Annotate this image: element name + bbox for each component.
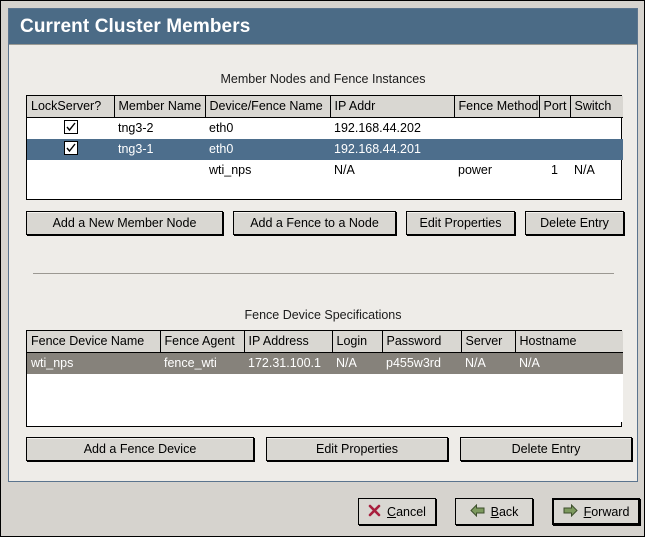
content-area: Member Nodes and Fence Instances LockSer… bbox=[9, 45, 637, 481]
add-fence-device-button[interactable]: Add a Fence Device bbox=[26, 437, 254, 461]
cell-device-fence-name: wti_nps bbox=[209, 162, 252, 177]
cell-server: N/A bbox=[461, 352, 515, 374]
cell-member-name: tng3-1 bbox=[114, 138, 205, 160]
table-empty-cell bbox=[27, 374, 623, 422]
cell-hostname: N/A bbox=[515, 352, 623, 374]
cell-fence-agent: fence_wti bbox=[160, 352, 244, 374]
cell-password: p455w3rd bbox=[382, 352, 461, 374]
fence-devices-header-row: Fence Device Name Fence Agent IP Address… bbox=[27, 331, 623, 353]
col-header-login[interactable]: Login bbox=[332, 331, 383, 353]
cell-port: 1 bbox=[551, 162, 558, 177]
col-header-ip-address[interactable]: IP Address bbox=[244, 331, 333, 353]
forward-button-label: Forward bbox=[584, 505, 630, 519]
add-new-member-node-button[interactable]: Add a New Member Node bbox=[26, 211, 223, 235]
cell-member-name bbox=[114, 160, 205, 181]
cell-fence-method: power bbox=[458, 162, 493, 177]
cancel-label-rest: ancel bbox=[396, 504, 426, 519]
forward-button[interactable]: Forward bbox=[552, 498, 640, 525]
cell-fence-method bbox=[454, 118, 539, 139]
cell-fence-method bbox=[454, 138, 539, 160]
cell-fence-device-name: wti_nps bbox=[27, 352, 160, 374]
col-header-port[interactable]: Port bbox=[539, 96, 571, 118]
cell-member-name: tng3-2 bbox=[118, 120, 154, 135]
cell-login: N/A bbox=[332, 352, 382, 374]
back-label-rest: ack bbox=[498, 504, 519, 519]
col-header-device-fence-name[interactable]: Device/Fence Name bbox=[205, 96, 331, 118]
cell-lockserver[interactable] bbox=[27, 118, 114, 139]
cell-ip-addr: N/A bbox=[334, 162, 355, 177]
cell-switch bbox=[570, 138, 623, 160]
navigation-button-row: Cancel Back Forward bbox=[358, 498, 640, 525]
cell-lockserver bbox=[27, 160, 114, 181]
edit-properties-button-fence[interactable]: Edit Properties bbox=[266, 437, 448, 461]
member-nodes-table[interactable]: LockServer? Member Name Device/Fence Nam… bbox=[26, 95, 623, 200]
table-empty-area[interactable] bbox=[27, 373, 623, 422]
forward-label-rest: orward bbox=[591, 504, 630, 519]
page-title: Current Cluster Members bbox=[20, 15, 251, 37]
member-nodes-grid: LockServer? Member Name Device/Fence Nam… bbox=[27, 96, 623, 181]
back-button-label: Back bbox=[491, 505, 519, 519]
dialog-content-panel: Current Cluster Members Member Nodes and… bbox=[8, 8, 638, 482]
table-row-selected[interactable]: tng3-1 eth0 192.168.44.201 bbox=[27, 138, 623, 160]
col-header-switch[interactable]: Switch bbox=[570, 96, 623, 118]
back-mnemonic: B bbox=[490, 504, 499, 519]
cell-port bbox=[539, 118, 570, 139]
cancel-button[interactable]: Cancel bbox=[358, 498, 436, 525]
cancel-mnemonic: C bbox=[387, 504, 397, 519]
section-divider bbox=[33, 273, 614, 274]
arrow-right-icon bbox=[563, 503, 578, 520]
cell-lockserver[interactable] bbox=[27, 138, 114, 160]
title-bar: Current Cluster Members bbox=[9, 9, 637, 45]
col-header-lockserver[interactable]: LockServer? bbox=[27, 96, 115, 118]
table-row-selected[interactable]: wti_nps fence_wti 172.31.100.1 N/A p455w… bbox=[27, 352, 623, 374]
cell-switch: N/A bbox=[574, 162, 595, 177]
cell-switch bbox=[570, 118, 623, 139]
add-fence-to-node-button[interactable]: Add a Fence to a Node bbox=[233, 211, 396, 235]
table-row[interactable]: wti_nps N/A power 1 N/A bbox=[27, 160, 623, 181]
fence-devices-button-row: Add a Fence Device Edit Properties Delet… bbox=[26, 437, 632, 461]
lockserver-checkbox-checked[interactable] bbox=[63, 120, 78, 135]
cell-port bbox=[539, 138, 570, 160]
cell-ip-address: 172.31.100.1 bbox=[244, 352, 332, 374]
table-row[interactable]: tng3-2 eth0 192.168.44.202 bbox=[27, 118, 623, 139]
fence-devices-table[interactable]: Fence Device Name Fence Agent IP Address… bbox=[26, 330, 623, 427]
back-button[interactable]: Back bbox=[455, 498, 533, 525]
member-nodes-caption: Member Nodes and Fence Instances bbox=[220, 72, 426, 86]
col-header-member-name[interactable]: Member Name bbox=[114, 96, 206, 118]
col-header-fence-method[interactable]: Fence Method bbox=[454, 96, 540, 118]
edit-properties-button-members[interactable]: Edit Properties bbox=[406, 211, 515, 235]
member-nodes-header-row: LockServer? Member Name Device/Fence Nam… bbox=[27, 96, 623, 118]
fence-devices-caption: Fence Device Specifications bbox=[244, 308, 402, 322]
cancel-button-label: Cancel bbox=[387, 505, 426, 519]
lockserver-checkbox-checked[interactable] bbox=[63, 141, 78, 155]
cell-ip-addr: 192.168.44.201 bbox=[330, 138, 454, 160]
forward-mnemonic: F bbox=[583, 504, 592, 519]
col-header-server[interactable]: Server bbox=[461, 331, 516, 353]
col-header-password[interactable]: Password bbox=[382, 331, 462, 353]
fence-devices-grid: Fence Device Name Fence Agent IP Address… bbox=[27, 331, 623, 422]
delete-entry-button-fence[interactable]: Delete Entry bbox=[460, 437, 632, 461]
col-header-fence-device-name[interactable]: Fence Device Name bbox=[27, 331, 161, 353]
cell-device-fence-name: eth0 bbox=[209, 120, 234, 135]
cell-ip-addr: 192.168.44.202 bbox=[334, 120, 421, 135]
cell-device-fence-name: eth0 bbox=[205, 138, 330, 160]
delete-entry-button-members[interactable]: Delete Entry bbox=[525, 211, 624, 235]
cancel-x-icon bbox=[368, 504, 381, 520]
col-header-fence-agent[interactable]: Fence Agent bbox=[160, 331, 245, 353]
member-nodes-button-row: Add a New Member Node Add a Fence to a N… bbox=[26, 211, 624, 235]
col-header-ip-addr[interactable]: IP Addr bbox=[330, 96, 455, 118]
col-header-hostname[interactable]: Hostname bbox=[515, 331, 623, 353]
arrow-left-icon bbox=[469, 503, 485, 520]
